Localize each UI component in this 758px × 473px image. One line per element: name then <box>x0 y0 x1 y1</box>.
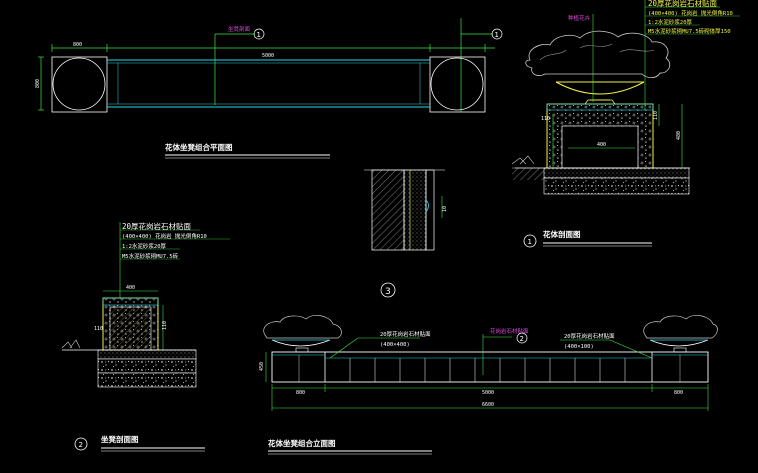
elevation-view: 450 20厚花岗岩石材贴面 (400×400) 花岗岩石材贴面 2 20厚花岗… <box>259 315 718 455</box>
planter-callout: 1 <box>528 238 532 246</box>
elev-dim-6600: 6600 <box>482 402 494 408</box>
detail3-callout: 3 <box>385 287 391 297</box>
bench-dim-400: 400 <box>126 285 135 291</box>
elevation-title: 花体坐凳组合立面图 <box>268 438 336 448</box>
planter-title: 花体剖面图 <box>543 229 581 239</box>
planter-note-2: (400×400) 花岗岩 抛光倒角R10 <box>648 9 733 17</box>
elev-dim-5000: 5000 <box>482 390 494 396</box>
plan-view: 800 800 5000 1 坐凳剖面 1 花体坐凳组合平面图 <box>35 18 503 159</box>
elev-note-left2: (400×400) <box>380 342 410 348</box>
planter-note-3: 1:2水泥砂浆20厚 <box>648 18 693 26</box>
detail-3: 10 3 <box>364 169 448 298</box>
planter-section: 400 480 110 110 种植花卉 20厚花岗岩石材贴面 (400×400… <box>511 0 740 248</box>
planter-note-4: M5水泥砂浆砌MU7.5砖砌体厚150 <box>648 27 731 35</box>
bench-note-2: (400×400) 花岗岩 抛光倒角R10 <box>122 232 207 240</box>
elev-dim-800-left: 800 <box>296 390 305 396</box>
planter-dim-left: 110 <box>541 116 550 122</box>
plan-callout-2: 1 <box>495 31 499 39</box>
bench-note-1: 20厚花岗岩石材贴面 <box>122 221 192 231</box>
planter-dim-110: 110 <box>653 111 659 120</box>
bench-note-4: M5水泥砂浆砌MU7.5砖 <box>122 252 179 260</box>
bench-dim-left: 110 <box>94 326 103 332</box>
bench-callout: 2 <box>79 441 83 449</box>
plant-foliage <box>525 30 671 79</box>
planter-label-top: 种植花卉 <box>568 14 591 22</box>
elev-note-mid: 花岗岩石材贴面 <box>490 327 529 335</box>
plan-dim-top-left: 800 <box>73 42 82 48</box>
bench-title: 坐凳剖面图 <box>101 434 139 444</box>
elev-callout: 2 <box>520 335 524 343</box>
elev-dim-height: 450 <box>259 362 265 371</box>
planter-dim-480: 480 <box>676 131 682 140</box>
bench-dim-110: 110 <box>162 321 168 330</box>
bench-section: 20厚花岗岩石材贴面 (400×400) 花岗岩 抛光倒角R10 1:2水泥砂浆… <box>61 221 230 452</box>
elev-note-left: 20厚花岗岩石材贴面 <box>380 330 431 338</box>
plan-title: 花体坐凳组合平面图 <box>165 142 233 152</box>
plan-dim-left: 800 <box>35 79 41 88</box>
elev-dim-800-right: 800 <box>674 390 683 396</box>
elev-note-right2: (400×100) <box>564 344 594 350</box>
planter-note-1: 20厚花岗岩石材贴面 <box>648 0 718 8</box>
detail3-dim: 10 <box>442 206 448 212</box>
plan-dim-top-mid: 5000 <box>262 53 274 59</box>
planter-dim-400: 400 <box>597 142 606 148</box>
plan-callout: 1 <box>257 31 261 39</box>
plan-note-mag: 坐凳剖面 <box>228 25 251 33</box>
bench-note-3: 1:2水泥砂浆20厚 <box>122 242 167 250</box>
elev-note-right: 20厚花岗岩石材贴面 <box>564 332 615 340</box>
